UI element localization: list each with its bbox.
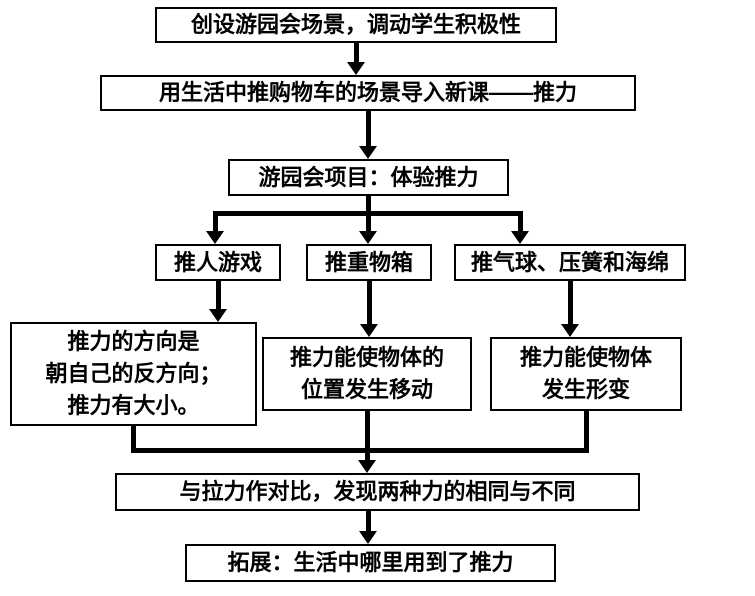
connector-branch-mid [366, 211, 371, 231]
node-push-balloon-spring-sponge: 推气球、压簧和海绵 [454, 244, 686, 281]
arrowhead-6-7 [359, 531, 377, 544]
node-lead-in: 用生活中推购物车的场景导入新课——推力 [100, 75, 636, 111]
connector-line-1-2 [354, 43, 359, 63]
node-compare-pull: 与拉力作对比，发现两种力的相同与不同 [115, 473, 640, 511]
connector-branch-right [518, 211, 523, 231]
arrowhead-branch-right [511, 231, 529, 244]
node-create-scene: 创设游园会场景，调动学生积极性 [155, 7, 557, 43]
arrowhead-branch-left [206, 231, 224, 244]
arrowhead-1-2 [347, 62, 365, 75]
connector-branch-left [213, 211, 218, 231]
node-project: 游园会项目：体验推力 [228, 159, 509, 196]
connector-line-2-3 [366, 111, 371, 147]
arrowhead-4b-5b [360, 324, 378, 337]
arrowhead-4a-5a [209, 309, 227, 322]
connector-merge-stem [365, 411, 370, 460]
connector-merge-bar [131, 448, 589, 453]
arrowhead-branch-mid [359, 231, 377, 244]
node-extension: 拓展：生活中哪里用到了推力 [185, 544, 556, 582]
connector-merge-right [584, 411, 589, 453]
node-finding-direction: 推力的方向是 朝自己的反方向； 推力有大小。 [10, 322, 257, 426]
connector-merge-left [131, 426, 136, 453]
arrowhead-merge [358, 460, 376, 473]
connector-line-6-7 [366, 511, 371, 531]
connector-line-4b-5b [367, 281, 372, 324]
connector-line-4c-5c [568, 281, 573, 324]
node-finding-deformation: 推力能使物体 发生形变 [490, 337, 682, 411]
node-push-game: 推人游戏 [155, 244, 281, 281]
connector-line-4a-5a [216, 281, 221, 309]
connector-branch-stem [366, 196, 371, 216]
arrowhead-4c-5c [561, 324, 579, 337]
node-finding-movement: 推力能使物体的 位置发生移动 [262, 337, 472, 411]
node-push-heavy-box: 推重物箱 [306, 244, 432, 281]
arrowhead-2-3 [359, 146, 377, 159]
